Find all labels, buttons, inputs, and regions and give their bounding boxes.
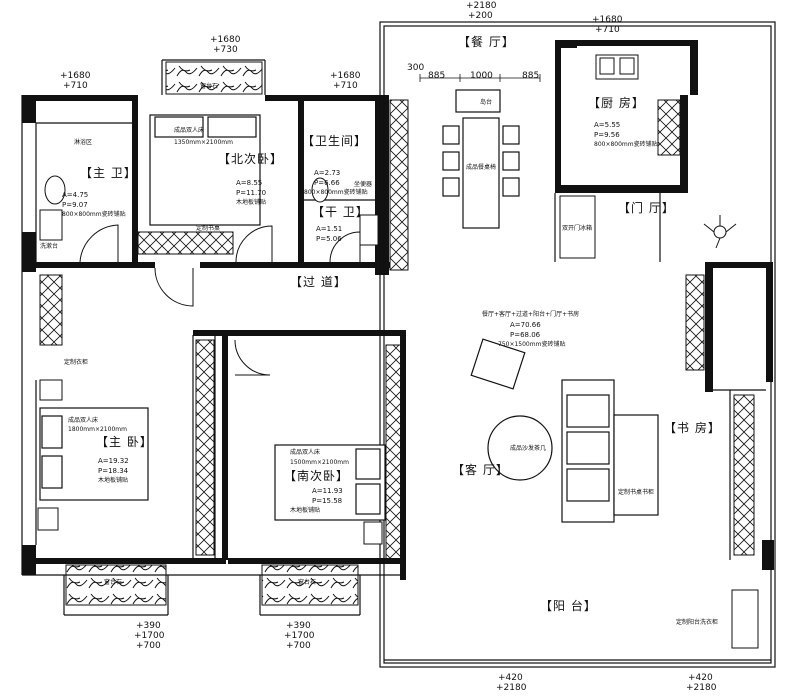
area-master-bath-a: A=4.75 [62,191,89,199]
room-label-balcony: 【阳 台】 [540,599,597,613]
area-dry-p: P=5.06 [316,235,342,243]
furniture-sofa-table: 成品沙发茶几 [510,445,547,452]
furniture-island: 岛台 [480,99,493,106]
furniture-shower: 淋浴区 [74,139,93,146]
wardrobes [39,99,755,561]
window-sills [65,61,359,606]
elev-bottom-center-2: +2180 [496,683,527,693]
dimension-885-right: 885 [522,71,540,81]
elev-bottom-mid-2: +1700 [284,631,315,641]
area-living-rooms: 餐厅+客厅+过道+阳台+门厅+书房 [482,311,580,318]
elev-top-mid-1: +1680 [330,71,361,81]
elev-bottom-right-1: +420 [688,673,713,683]
elev-top-kitchen-1: +1680 [592,15,623,25]
area-living-a: A=70.66 [510,321,541,329]
room-label-master-bath: 【主 卫】 [80,166,137,180]
room-label-dry-area: 【干 卫】 [312,205,369,219]
furniture-window-sill-top: 窗台石 [200,83,219,90]
elev-bottom-mid-3: +700 [286,641,311,651]
beds [39,114,386,521]
furniture-master-bed: 成品双人床 [68,417,99,424]
furniture-window-sill-right: 窗台石 [298,579,317,586]
area-master-bath-p: P=9.07 [62,201,88,209]
elev-bottom-left-1: +390 [136,621,161,631]
door-swings [79,224,361,376]
elev-top-left-1: +1680 [60,71,91,81]
room-label-master-bedroom: 【主 卧】 [96,435,153,449]
area-master-bath-floor: 800×800mm瓷砖铺贴 [62,211,126,218]
area-kitchen-floor: 800×800mm瓷砖铺贴 [594,141,658,148]
area-dry-a: A=1.51 [316,225,343,233]
elev-top-kitchen-2: +710 [595,25,620,35]
area-north-bedroom-p: P=11.70 [236,189,267,197]
area-kitchen-a: A=5.55 [594,121,621,129]
elev-bottom-left-3: +700 [136,641,161,651]
area-master-bedroom-p: P=18.34 [98,467,129,475]
area-north-bedroom-floor: 木地板铺贴 [236,199,267,206]
elev-top-dining-1: +2180 [466,1,497,11]
furniture-toilet: 坐便器 [354,181,373,188]
area-south-bedroom-p: P=15.58 [312,497,343,505]
elev-top-dining-2: +200 [468,11,493,21]
room-label-study: 【书 房】 [664,421,721,435]
area-bathroom-a: A=2.73 [314,169,341,177]
elev-top-center-1: +1680 [210,35,241,45]
elev-top-mid-2: +710 [333,81,358,91]
furniture-south-bed-size: 1500mm×2100mm [290,459,349,466]
person-icon [703,215,737,249]
elev-bottom-mid-1: +390 [286,621,311,631]
area-bathroom-floor: 800×800mm瓷砖铺贴 [304,189,368,196]
area-living-floor: 750×1500mm瓷砖铺贴 [498,341,566,348]
furniture-window-sill-left: 窗台石 [104,579,123,586]
area-bathroom-p: P=6.66 [314,179,340,187]
furniture-balcony-cabinet: 定制阳台洗衣柜 [676,619,719,626]
room-label-dining: 【餐 厅】 [458,35,515,49]
area-kitchen-p: P=9.56 [594,131,620,139]
living-furniture [470,338,659,523]
room-label-south-bedroom: 【南次卧】 [284,469,350,483]
furniture-fridge: 双开门冰箱 [562,225,593,232]
dining-set [442,89,520,229]
furniture-master-bed-size: 1800mm×2100mm [68,426,127,433]
furniture-north-bed-size: 1350mm×2100mm [174,139,233,146]
area-living-p: P=68.06 [510,331,541,339]
elev-top-center-2: +730 [213,45,238,55]
elev-bottom-center-1: +420 [498,673,523,683]
dimension-300: 300 [407,63,425,73]
dimension-lines [419,74,541,82]
furniture-washbasin: 洗漱台 [40,243,59,250]
dimension-1000: 1000 [470,71,493,81]
room-label-north-bedroom: 【北次卧】 [218,152,284,166]
room-label-kitchen: 【厨 房】 [588,96,645,110]
room-label-entrance: 【门 厅】 [618,201,675,215]
furniture-study-desk: 定制书桌书柜 [618,489,655,496]
elev-top-left-2: +710 [63,81,88,91]
furniture-north-bed: 成品双人床 [174,127,205,134]
room-label-corridor: 【过 道】 [290,275,347,289]
dimension-885-left: 885 [428,71,446,81]
furniture-south-bed: 成品双人床 [290,449,321,456]
bath-fixtures [37,175,759,649]
furniture-wardrobe: 定制衣柜 [64,359,89,366]
area-north-bedroom-a: A=8.55 [236,179,263,187]
room-label-bathroom: 【卫生间】 [302,134,368,148]
area-master-bedroom-floor: 木地板铺贴 [98,477,129,484]
area-south-bedroom-floor: 木地板铺贴 [290,507,321,514]
furniture-desk: 定制书桌 [196,225,221,232]
area-south-bedroom-a: A=11.93 [312,487,343,495]
area-master-bedroom-a: A=19.32 [98,457,129,465]
furniture-dining-set: 成品餐桌椅 [466,164,497,171]
elev-bottom-left-2: +1700 [134,631,165,641]
elev-bottom-right-2: +2180 [686,683,717,693]
room-label-living-room: 【客 厅】 [452,463,509,477]
kitchen-fixtures [559,54,639,259]
